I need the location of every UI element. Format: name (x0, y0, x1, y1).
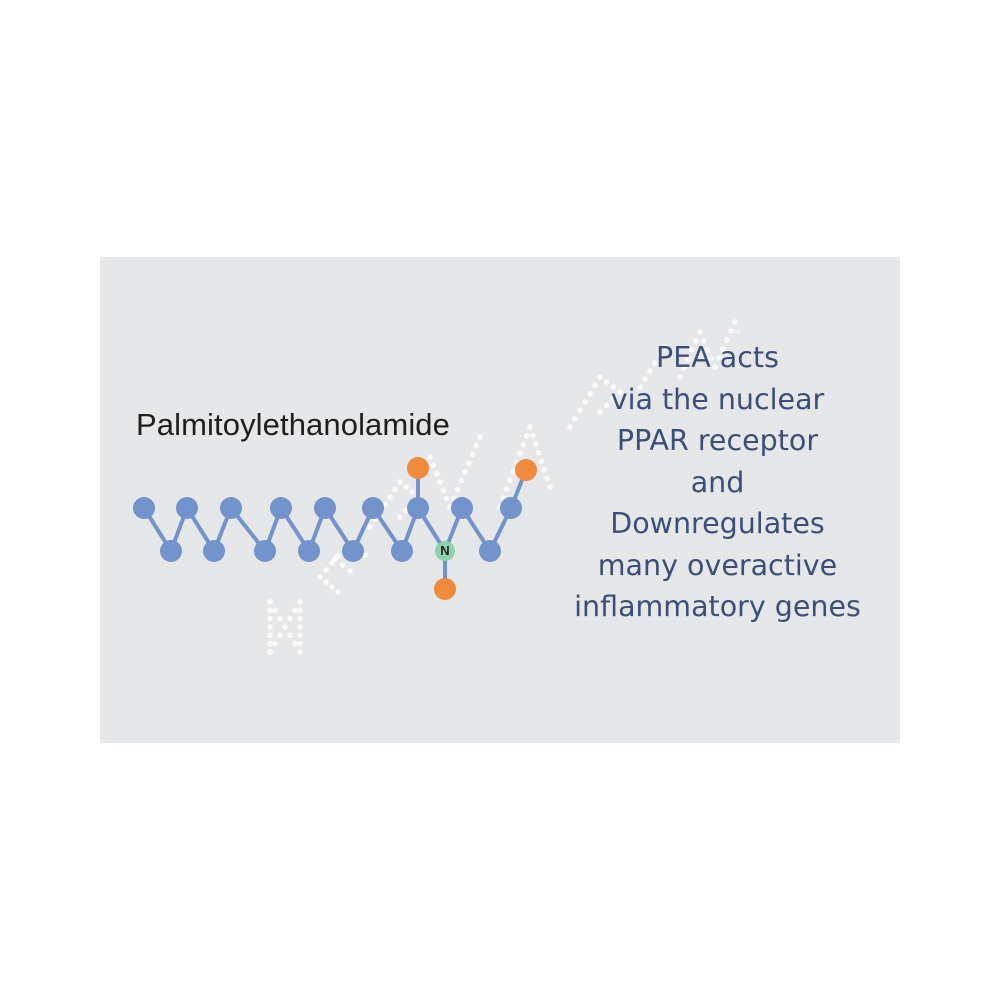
carbon-atom (500, 497, 522, 519)
carbon-atom (254, 540, 276, 562)
description-line: many overactive (597, 548, 838, 582)
carbon-atom (479, 540, 501, 562)
carbon-atom (314, 497, 336, 519)
description-line: PEA acts (656, 341, 779, 374)
oxygen-atom (434, 578, 456, 600)
oxygen-atom (515, 459, 537, 481)
nitrogen-atom (435, 541, 455, 561)
carbon-atom (133, 497, 155, 519)
molecule-diagram: N (133, 457, 537, 600)
carbon-atom (270, 497, 292, 519)
carbon-atom (362, 497, 384, 519)
carbon-atom (451, 497, 473, 519)
carbon-atom (407, 497, 429, 519)
description-line: Downregulates (610, 507, 825, 540)
oxygen-atom (407, 457, 429, 479)
carbon-atom (391, 540, 413, 562)
carbon-atom (298, 540, 320, 562)
carbon-atom (160, 540, 182, 562)
carbon-atom (342, 540, 364, 562)
carbon-atom (176, 497, 198, 519)
description-line: inflammatory genes (574, 590, 861, 623)
description-line: via the nuclear (610, 382, 825, 416)
carbon-atom (203, 540, 225, 562)
description-line: and (690, 465, 745, 499)
description-line: PPAR receptor (616, 424, 819, 457)
carbon-atom (220, 497, 242, 519)
molecule-name: Palmitoylethanolamide (136, 407, 450, 442)
nitrogen-label: N (440, 543, 449, 558)
